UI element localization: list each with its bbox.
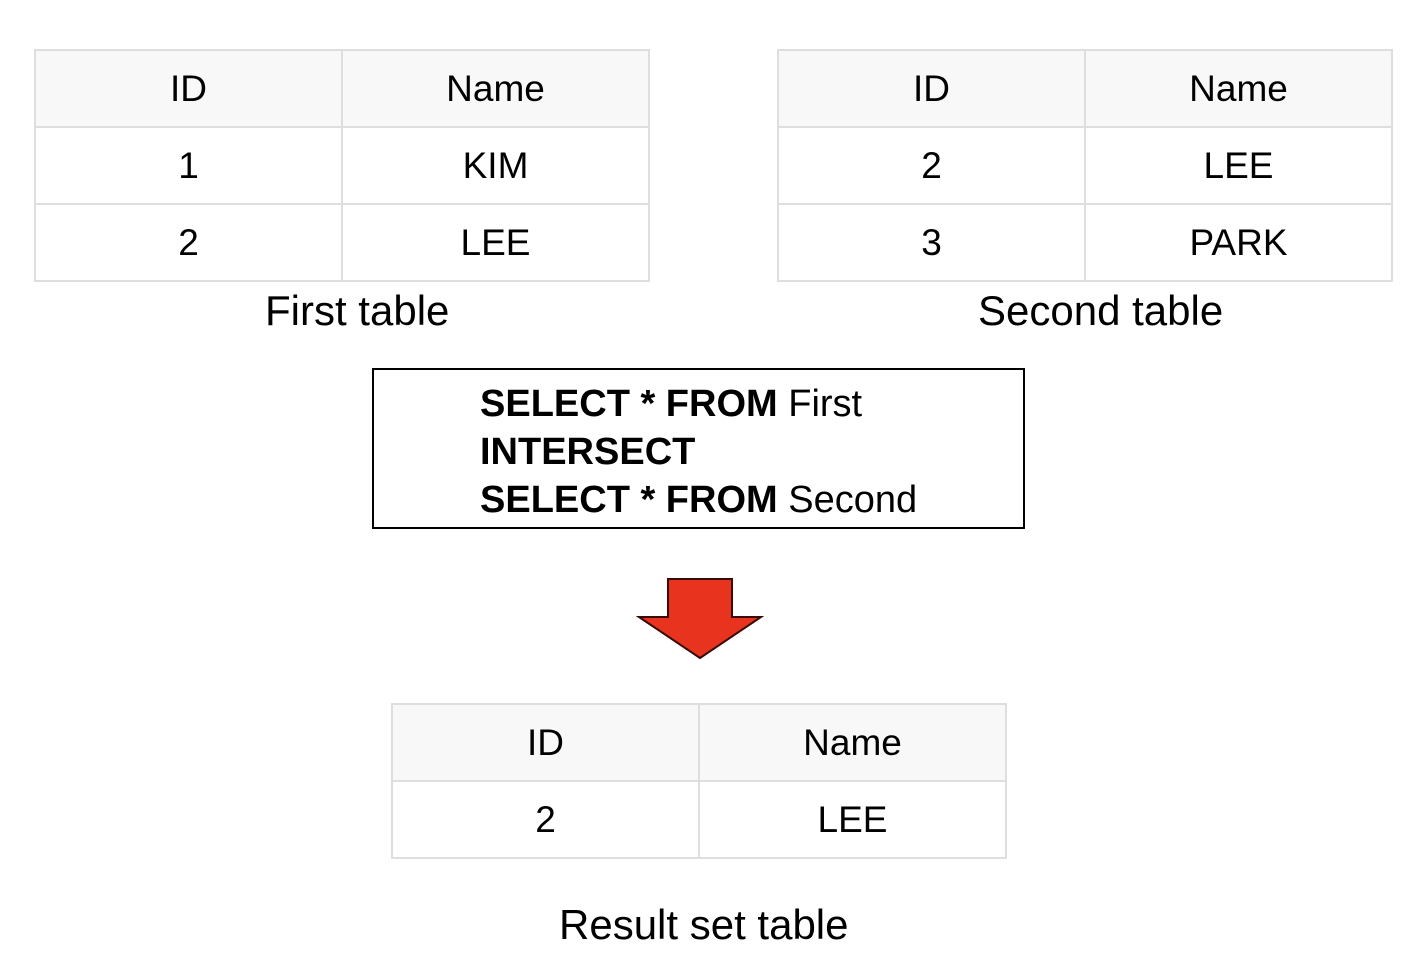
header-cell-id: ID	[391, 703, 700, 782]
cell-name: LEE	[1084, 126, 1393, 205]
query-line-intersect: INTERSECT	[480, 431, 695, 474]
sql-table-name: Second	[788, 479, 918, 521]
query-line-select-first: SELECT * FROM First	[480, 383, 862, 426]
table-row: 3 PARK	[777, 203, 1393, 282]
result-table: ID Name 2 LEE	[391, 703, 1007, 859]
cell-name: LEE	[341, 203, 650, 282]
second-table-caption: Second table	[978, 287, 1224, 334]
cell-name: LEE	[698, 780, 1007, 859]
cell-id: 2	[34, 203, 343, 282]
first-table-caption: First table	[265, 287, 450, 334]
cell-id: 2	[391, 780, 700, 859]
sql-keyword: SELECT * FROM	[480, 479, 778, 521]
cell-id: 3	[777, 203, 1086, 282]
table-header-row: ID Name	[777, 49, 1393, 128]
query-line-select-second: SELECT * FROM Second	[480, 479, 917, 522]
sql-keyword: INTERSECT	[480, 431, 696, 473]
table-row: 2 LEE	[34, 203, 650, 282]
cell-name: KIM	[341, 126, 650, 205]
second-table: ID Name 2 LEE 3 PARK	[777, 49, 1393, 282]
header-cell-name: Name	[1084, 49, 1393, 128]
table-header-row: ID Name	[34, 49, 650, 128]
header-cell-name: Name	[341, 49, 650, 128]
result-table-caption: Result set table	[559, 901, 849, 948]
first-table: ID Name 1 KIM 2 LEE	[34, 49, 650, 282]
sql-query-box: SELECT * FROM First INTERSECT SELECT * F…	[372, 368, 1025, 529]
header-cell-name: Name	[698, 703, 1007, 782]
table-row: 2 LEE	[391, 780, 1007, 859]
sql-keyword: SELECT * FROM	[480, 383, 778, 425]
down-arrow-icon	[636, 578, 764, 660]
header-cell-id: ID	[34, 49, 343, 128]
sql-table-name: First	[788, 383, 863, 425]
table-header-row: ID Name	[391, 703, 1007, 782]
cell-name: PARK	[1084, 203, 1393, 282]
cell-id: 2	[777, 126, 1086, 205]
table-row: 1 KIM	[34, 126, 650, 205]
header-cell-id: ID	[777, 49, 1086, 128]
down-arrow-shape	[636, 578, 764, 660]
table-row: 2 LEE	[777, 126, 1393, 205]
cell-id: 1	[34, 126, 343, 205]
